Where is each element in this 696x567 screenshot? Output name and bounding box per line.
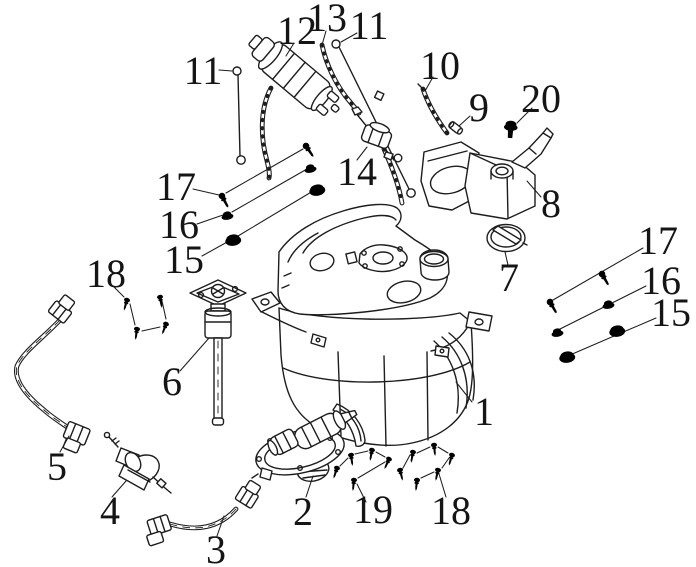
part-20-flange-bolt [503,107,533,139]
part-15-grommets-left [201,183,327,257]
part-11-mount-rod-left [218,66,246,165]
part-11-mount-rod-right [331,32,416,198]
callout-4: 4 [100,488,120,533]
part-1-fuel-tank [251,203,493,447]
callout-3: 3 [206,527,226,567]
callout-17-left: 17 [156,164,196,209]
part-17-screws-left [192,141,317,210]
part-18-screw-set-bottom [396,442,456,498]
callout-7: 7 [499,255,519,300]
callout-12: 12 [277,8,317,53]
part-2-fuel-pump-assembly [251,409,358,498]
callout-11-right: 11 [350,3,389,48]
callout-8: 8 [541,181,561,226]
callout-14: 14 [337,149,377,194]
callout-17-right: 17 [638,218,678,263]
callout-5: 5 [47,444,67,489]
callout-20: 20 [521,76,561,121]
callout-19: 19 [353,487,393,532]
part-16-nuts-right [550,285,647,338]
part-3-fuel-hose [146,479,262,547]
part-9-joint-fitting [448,115,471,135]
part-8-guard-bracket [420,127,554,220]
part-19-screw-set [330,447,393,503]
callout-16-right: 16 [641,258,681,303]
part-7-fuel-cap [486,223,528,266]
callout-6: 6 [162,359,182,404]
part-15-grommets-right [558,317,657,364]
callout-13: 13 [307,0,347,40]
callout-15-right: 15 [651,290,691,335]
callout-18-left: 18 [86,251,126,296]
part-12-canister-pump [248,34,340,181]
callout-1: 1 [474,389,494,434]
callout-11-left: 11 [184,48,223,93]
part-10-vent-hose [417,76,450,136]
callout-10: 10 [420,43,460,88]
callout-2: 2 [293,489,313,534]
callout-9: 9 [469,85,489,130]
part-6-fuel-level-sender [179,279,247,426]
callout-18-bottom: 18 [431,488,471,533]
part-4-fuel-filter [103,431,172,498]
part-16-nuts-left [196,163,318,225]
part-14-clamp-valve [351,106,395,161]
part-17-screws-right [545,247,644,315]
callout-16-left: 16 [159,202,199,247]
callout-labels: 12 13 11 11 10 9 20 17 16 15 14 8 7 18 1… [47,0,691,567]
part-5-fuel-hose [13,294,91,454]
callout-15-left: 15 [164,237,204,282]
part-18-screw-set-left [113,286,170,341]
